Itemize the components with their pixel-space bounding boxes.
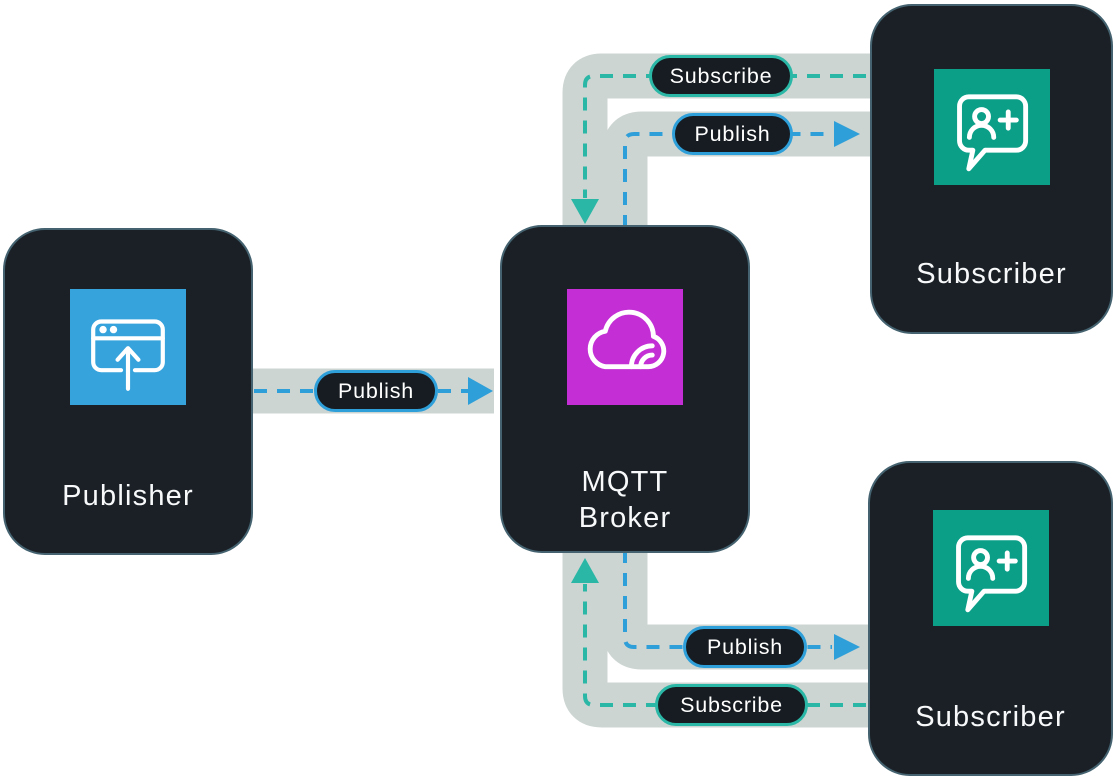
browser-upload-icon — [70, 289, 186, 405]
edge-label-publish-bottom: Publish — [683, 626, 807, 668]
arrowhead-into-broker-bottom — [571, 558, 599, 583]
subscriber-bottom-label: Subscriber — [915, 701, 1066, 733]
edge-label-subscribe-top: Subscribe — [649, 55, 793, 97]
edge-label-text: Subscribe — [669, 63, 773, 88]
person-add-chat-icon — [932, 510, 1049, 626]
node-publisher: Publisher — [3, 228, 253, 555]
line-subscriberbottom-to-broker — [583, 584, 866, 707]
edge-label-text: Subscribe — [680, 692, 783, 717]
node-subscriber-top: Subscriber — [870, 4, 1113, 334]
arrowhead-into-subscriber-top — [834, 121, 860, 147]
line-subscribertop-to-broker — [583, 74, 866, 198]
line-broker-to-subscribertop — [623, 132, 832, 228]
node-mqtt-broker: MQTT Broker — [500, 225, 750, 553]
edge-label-publish-middle: Publish — [314, 370, 438, 412]
edge-label-publish-top: Publish — [672, 113, 793, 155]
person-add-chat-icon — [933, 69, 1050, 185]
iot-cloud-icon — [567, 289, 683, 405]
arrowhead-into-subscriber-bottom — [834, 634, 860, 660]
line-broker-to-subscriberbottom — [623, 550, 832, 649]
edge-label-subscribe-bottom: Subscribe — [655, 684, 808, 726]
arrowhead-into-broker-top — [571, 199, 599, 224]
edge-label-text: Publish — [706, 634, 784, 659]
dashed-lines — [254, 74, 866, 707]
edge-label-text: Publish — [337, 378, 415, 403]
broker-label-line2: Broker — [578, 502, 672, 534]
broker-label-line1: MQTT — [581, 466, 669, 498]
publisher-label: Publisher — [62, 480, 194, 512]
subscriber-top-label: Subscriber — [916, 258, 1067, 290]
arrowhead-into-broker-left — [468, 377, 493, 405]
edge-label-text: Publish — [694, 121, 771, 146]
broker-label: MQTT Broker — [502, 464, 748, 536]
arrowheads — [468, 121, 860, 660]
node-subscriber-bottom: Subscriber — [868, 461, 1113, 776]
